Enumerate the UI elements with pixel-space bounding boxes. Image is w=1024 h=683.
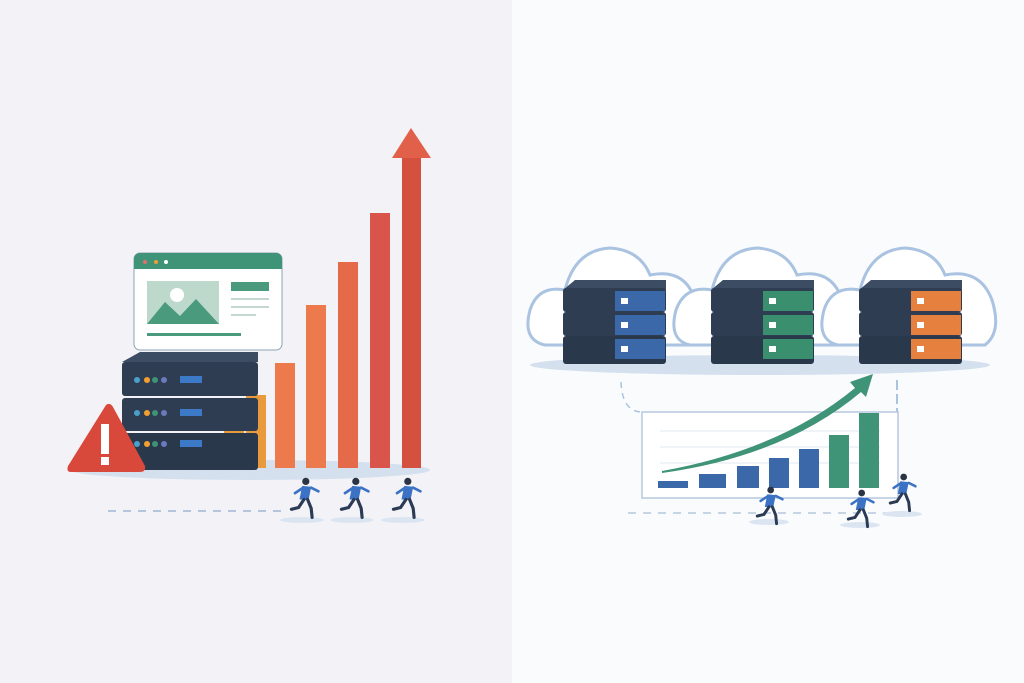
bar [699, 474, 726, 488]
arrow-shaft [402, 155, 421, 468]
bar [338, 262, 358, 468]
server-green [711, 280, 814, 364]
growth-chart [641, 374, 899, 499]
connector-line [620, 381, 641, 413]
up-arrow-icon [392, 128, 431, 158]
bar [799, 449, 819, 488]
trend-arrow [662, 374, 873, 473]
status-lights [134, 376, 202, 447]
bar [737, 466, 759, 488]
bar [306, 305, 326, 468]
server-stack [122, 352, 258, 470]
browser-window [133, 252, 283, 351]
bar [829, 435, 849, 488]
runners-left [280, 476, 425, 523]
server-orange [859, 280, 962, 364]
server-blue [563, 280, 666, 364]
bar [370, 213, 390, 468]
bar [658, 481, 688, 488]
bar [275, 363, 295, 468]
bar [769, 458, 789, 488]
warning-icon [67, 403, 146, 472]
runners-right [749, 472, 922, 529]
bar [859, 413, 879, 488]
